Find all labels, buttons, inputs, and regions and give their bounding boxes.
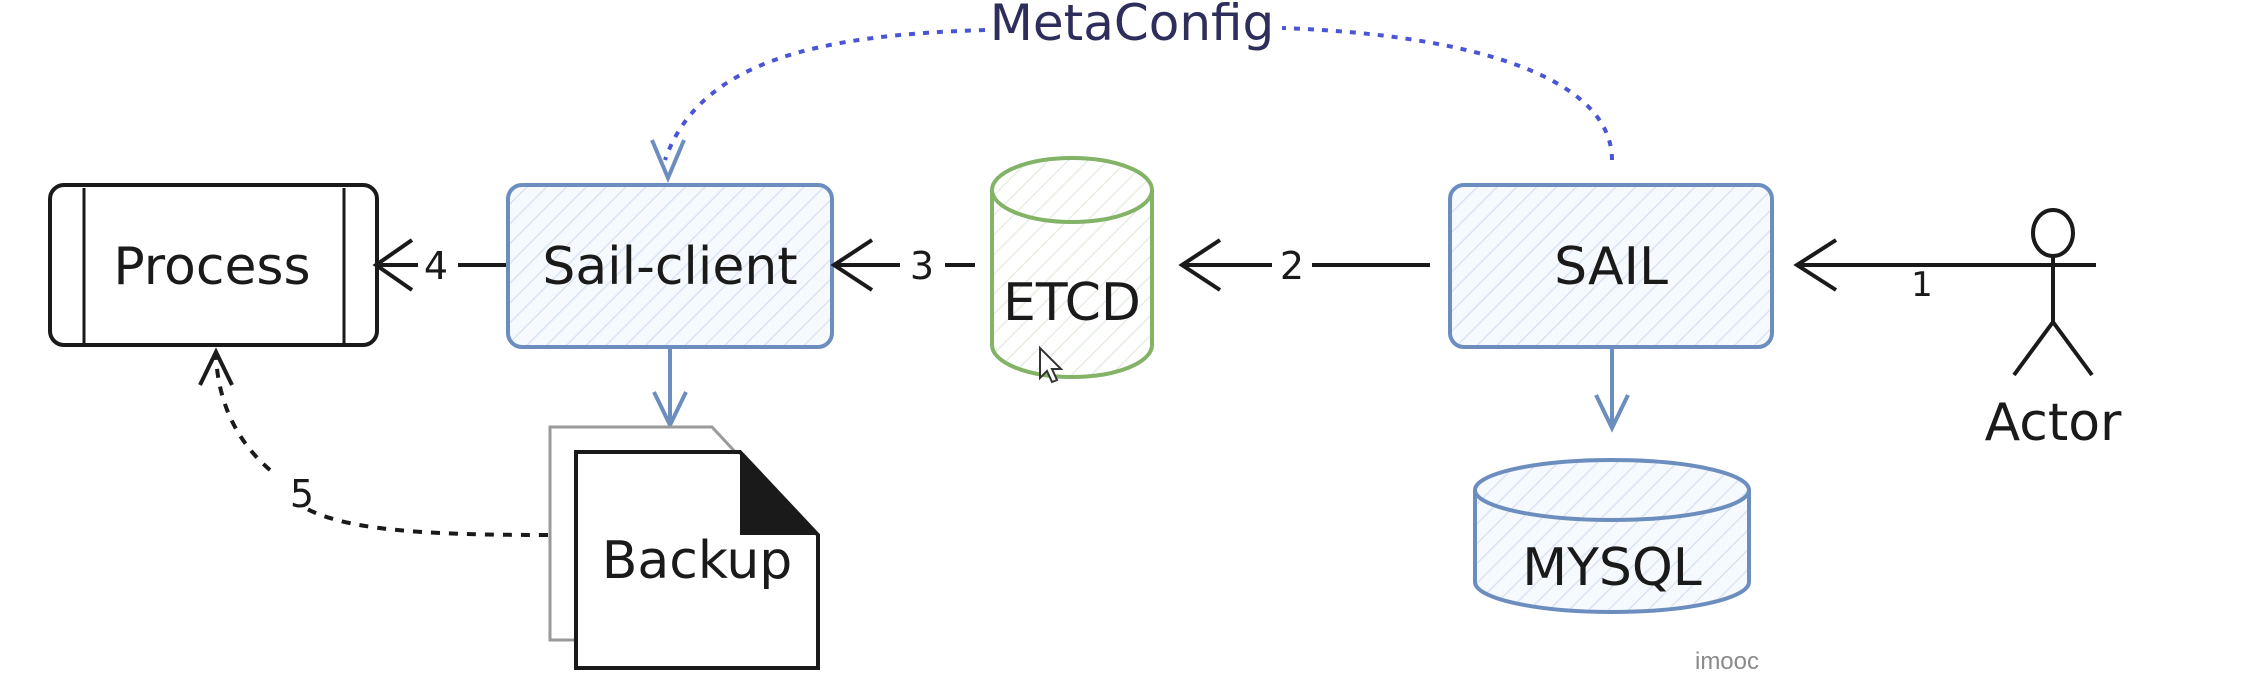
- sail-label: SAIL: [1554, 237, 1668, 297]
- edge-3-label: 3: [910, 244, 934, 288]
- backup-fold-corner: [740, 452, 818, 535]
- sail-client-to-backup-edge: [652, 348, 688, 430]
- metaconfig-label: MetaConfig: [990, 0, 1275, 52]
- actor-node: Actor: [1985, 208, 2122, 453]
- edge-1-label: 1: [1911, 265, 1933, 305]
- process-node: Process: [48, 183, 379, 347]
- actor-icon: [2010, 208, 2096, 377]
- metaconfig-edge: MetaConfig: [650, 0, 1614, 184]
- metaconfig-curve: [663, 26, 1614, 161]
- mouse-cursor-icon: [1039, 345, 1064, 384]
- edge-2: 2: [1178, 238, 1430, 292]
- etcd-label: ETCD: [1003, 273, 1141, 333]
- metaconfig-arrowhead: [650, 139, 686, 184]
- sail-node: SAIL: [1448, 183, 1774, 349]
- etcd-node: ETCD: [990, 156, 1154, 379]
- backup-node: Backup: [548, 425, 820, 670]
- edge-1: 1: [1793, 238, 2095, 305]
- edge-3: 3: [830, 238, 975, 292]
- mysql-node: MYSQL: [1473, 458, 1751, 614]
- sail-client-node: Sail-client: [506, 183, 834, 349]
- edge-4: 4: [372, 238, 508, 292]
- edge-5: 5: [198, 347, 549, 537]
- backup-label: Backup: [602, 531, 793, 591]
- sail-client-label: Sail-client: [542, 237, 797, 297]
- edge-2-label: 2: [1280, 244, 1304, 288]
- edge-5-label: 5: [290, 472, 314, 516]
- process-label: Process: [113, 237, 310, 297]
- actor-label: Actor: [1985, 393, 2122, 453]
- watermark-text: imooc: [1695, 648, 1759, 675]
- sail-to-mysql-edge: [1594, 348, 1630, 433]
- edge-4-label: 4: [424, 244, 448, 288]
- mysql-label: MYSQL: [1522, 538, 1702, 598]
